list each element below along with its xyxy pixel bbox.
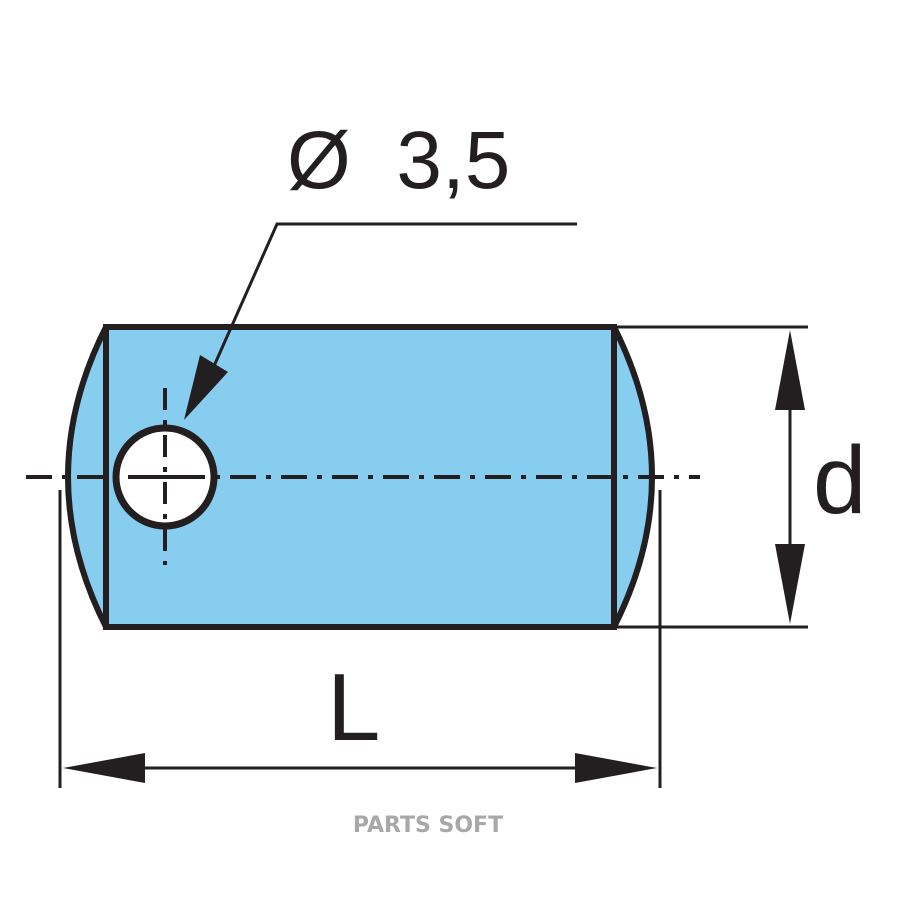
length-dimension — [58, 490, 662, 788]
length-label: L — [327, 654, 380, 761]
length-arrowhead-right — [575, 753, 657, 783]
watermark: PARTS SOFT — [353, 813, 503, 838]
length-arrowhead-left — [63, 753, 145, 783]
diameter-dimension — [614, 325, 808, 629]
diameter-label: d — [813, 427, 866, 534]
leader-arrowhead — [184, 355, 228, 420]
diameter-arrowhead-top — [775, 330, 805, 410]
right-end-cap — [611, 325, 655, 629]
hole-leader — [184, 222, 577, 420]
diameter-arrowhead-bottom — [775, 544, 805, 624]
center-lines — [26, 388, 700, 565]
hole-diameter-label: Ø 3,5 — [287, 115, 510, 206]
leader-line — [212, 222, 577, 367]
